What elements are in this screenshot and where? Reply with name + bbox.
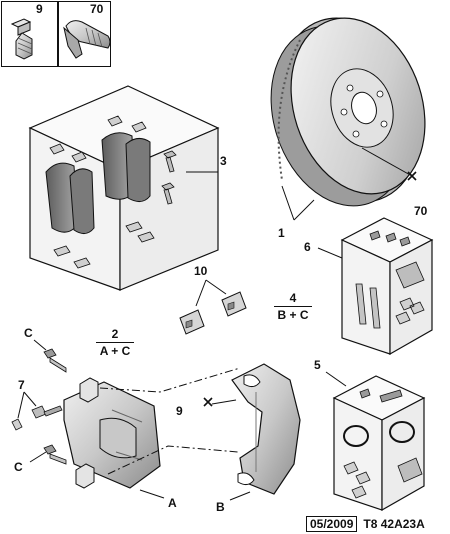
callout-clips[interactable]: 10	[194, 264, 208, 278]
diagram-footer: 05/2009 T8 42A23A	[306, 516, 425, 532]
footer-code: T8 42A23A	[363, 517, 425, 531]
callout-bolt-bottom[interactable]: C	[14, 460, 23, 474]
bracket-assembly-ref[interactable]: 4 B + C	[268, 292, 318, 322]
callout-bracket-screw[interactable]: 9	[176, 404, 183, 418]
caliper-ref-rule	[96, 342, 134, 343]
caliper-bolt-top[interactable]	[43, 348, 67, 373]
callout-caliper[interactable]: A	[168, 496, 177, 510]
guide-pin-kit[interactable]	[340, 217, 434, 356]
inset-label-9[interactable]: 9	[36, 2, 43, 16]
leader-a	[139, 489, 165, 499]
leader-c-bottom	[29, 451, 47, 463]
alignment-lines	[99, 367, 241, 475]
bleed-screw[interactable]	[11, 405, 63, 431]
screw-9-marker-icon	[203, 397, 213, 407]
caliper-repair-kit[interactable]	[332, 375, 426, 512]
callout-disc-screw[interactable]: 70	[414, 204, 428, 218]
screw-inset-panel	[1, 1, 111, 67]
screw-70-marker-icon	[407, 171, 417, 181]
callout-bolt-top[interactable]: C	[24, 326, 33, 340]
caliper-bracket[interactable]	[231, 363, 301, 495]
bracket-ref-rule	[274, 306, 312, 307]
footer-date: 05/2009	[306, 516, 358, 532]
leader-70	[361, 147, 413, 177]
inset-divider	[57, 2, 59, 66]
caliper-ref-number: 2	[111, 327, 119, 341]
inset-label-70[interactable]: 70	[90, 2, 104, 16]
callout-caliper-kit[interactable]: 5	[314, 358, 321, 372]
leader-b	[229, 491, 251, 501]
leader-c-top	[33, 339, 47, 351]
callout-disc[interactable]: 1	[278, 226, 285, 240]
callout-pads-kit[interactable]: 3	[220, 154, 227, 168]
bolt-9-icon[interactable]	[10, 18, 33, 60]
leader-7a	[17, 391, 25, 419]
leader-7b	[23, 391, 37, 407]
caliper-assembly-ref[interactable]: 2 A + C	[90, 328, 140, 358]
leader-6	[317, 247, 343, 259]
brake-pad-kit[interactable]	[28, 85, 220, 291]
callout-guide-kit[interactable]: 6	[304, 240, 311, 254]
leader-5	[325, 371, 347, 387]
anti-rattle-clips[interactable]	[179, 291, 247, 335]
caliper-bolt-bottom[interactable]	[43, 444, 67, 465]
leader-10b	[205, 279, 227, 295]
caliper-ref-parts: A + C	[99, 344, 131, 358]
leader-10a	[195, 279, 207, 307]
bracket-ref-parts: B + C	[277, 308, 309, 322]
leader-1a	[281, 185, 295, 221]
callout-bracket[interactable]: B	[216, 500, 225, 514]
leader-9	[211, 399, 237, 405]
leader-1b	[293, 199, 315, 221]
bracket-ref-number: 4	[289, 291, 297, 305]
brake-disc[interactable]	[249, 0, 447, 224]
caliper-body[interactable]	[63, 377, 161, 489]
callout-bleed[interactable]: 7	[18, 378, 25, 392]
